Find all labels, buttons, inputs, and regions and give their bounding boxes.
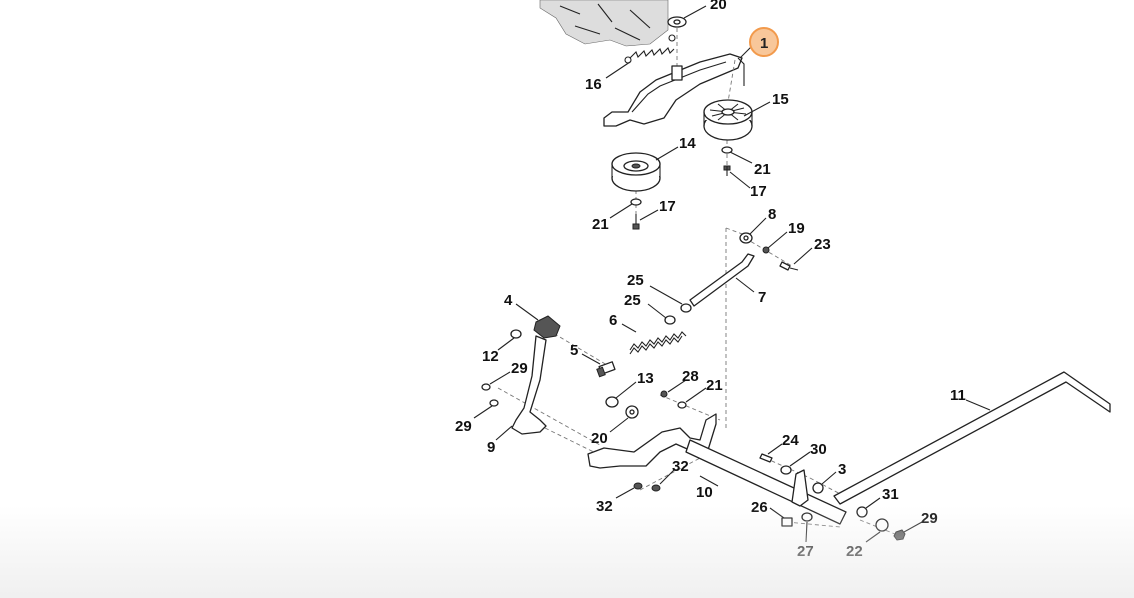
callout-25[interactable]: 25 bbox=[624, 292, 641, 309]
pedal-knob-part-4 bbox=[533, 315, 561, 339]
washer-part-20-top bbox=[667, 16, 687, 28]
washer-part-25-a bbox=[680, 303, 692, 313]
callout-13[interactable]: 13 bbox=[637, 370, 654, 387]
callout-24[interactable]: 24 bbox=[782, 432, 799, 449]
callout-3[interactable]: 3 bbox=[838, 461, 846, 478]
washer-part-3 bbox=[812, 482, 824, 494]
pulley-part-15 bbox=[703, 99, 753, 141]
washer-part-29-b bbox=[489, 399, 499, 407]
bushing-part-26 bbox=[781, 517, 793, 527]
bolt-part-23 bbox=[779, 261, 799, 271]
washer-part-21-left bbox=[630, 198, 642, 206]
washer-part-8 bbox=[739, 232, 753, 244]
callout-11[interactable]: 11 bbox=[950, 387, 966, 404]
callout-labels: 20 1 16 15 14 21 17 17 21 8 19 23 25 25 … bbox=[455, 0, 966, 560]
washer-part-27 bbox=[801, 512, 813, 522]
callout-21[interactable]: 21 bbox=[754, 161, 771, 178]
washer-part-30 bbox=[780, 465, 792, 475]
callout-31[interactable]: 31 bbox=[882, 486, 899, 503]
washer-part-21-mid bbox=[677, 401, 687, 409]
callout-27[interactable]: 27 bbox=[797, 543, 814, 560]
pedal-arm-part-9 bbox=[511, 335, 547, 435]
callout-7[interactable]: 7 bbox=[758, 289, 766, 306]
callout-8[interactable]: 8 bbox=[768, 206, 776, 223]
callout-26[interactable]: 26 bbox=[751, 499, 768, 516]
washer-part-19 bbox=[762, 246, 770, 254]
callout-21[interactable]: 21 bbox=[592, 216, 609, 233]
callout-14[interactable]: 14 bbox=[679, 135, 696, 152]
callout-19[interactable]: 19 bbox=[788, 220, 805, 237]
washer-part-28 bbox=[660, 390, 668, 398]
callout-4[interactable]: 4 bbox=[504, 292, 513, 309]
bolt-part-17-left bbox=[632, 214, 640, 230]
washer-part-13 bbox=[605, 396, 619, 408]
washer-part-22 bbox=[875, 518, 889, 532]
washer-part-20-bottom bbox=[625, 405, 639, 419]
callout-12[interactable]: 12 bbox=[482, 348, 499, 365]
callout-28[interactable]: 28 bbox=[682, 368, 699, 385]
nut-part-29-c bbox=[893, 529, 906, 541]
engine-housing-fragment bbox=[539, 0, 669, 47]
bolt-part-24 bbox=[759, 453, 773, 463]
callout-30[interactable]: 30 bbox=[810, 441, 827, 458]
washer-part-21-right bbox=[721, 146, 733, 154]
callout-6[interactable]: 6 bbox=[609, 312, 617, 329]
washer-part-31 bbox=[856, 506, 868, 518]
assembly-lines bbox=[497, 28, 901, 537]
callout-16[interactable]: 16 bbox=[585, 76, 602, 93]
callout-20[interactable]: 20 bbox=[591, 430, 608, 447]
pin-part-5 bbox=[596, 361, 616, 378]
highlight-circle[interactable] bbox=[749, 27, 779, 57]
callout-23[interactable]: 23 bbox=[814, 236, 831, 253]
callout-15[interactable]: 15 bbox=[772, 91, 789, 108]
bolt-part-32-a bbox=[651, 484, 661, 492]
spring-part-6 bbox=[629, 331, 687, 355]
callout-32[interactable]: 32 bbox=[596, 498, 613, 515]
washer-part-25-b bbox=[664, 315, 676, 325]
callout-1[interactable]: 1 bbox=[760, 35, 768, 52]
callout-10[interactable]: 10 bbox=[696, 484, 713, 501]
rod-part-7 bbox=[689, 253, 755, 307]
pulley-part-14 bbox=[611, 152, 661, 192]
idler-arm-part-1 bbox=[603, 53, 745, 127]
bolt-part-17-right bbox=[723, 165, 731, 176]
callout-17[interactable]: 17 bbox=[659, 198, 676, 215]
callout-21[interactable]: 21 bbox=[706, 377, 723, 394]
callout-9[interactable]: 9 bbox=[487, 439, 495, 456]
callout-29[interactable]: 29 bbox=[511, 360, 528, 377]
callout-20[interactable]: 20 bbox=[710, 0, 727, 13]
callout-32[interactable]: 32 bbox=[672, 458, 689, 475]
rod-part-11 bbox=[833, 371, 1111, 505]
callout-5[interactable]: 5 bbox=[570, 342, 578, 359]
bolt-part-32-b bbox=[633, 482, 643, 490]
callout-29[interactable]: 29 bbox=[921, 510, 938, 527]
callout-17[interactable]: 17 bbox=[750, 183, 767, 200]
callout-29[interactable]: 29 bbox=[455, 418, 472, 435]
bolt-part-12 bbox=[510, 329, 522, 339]
callout-22[interactable]: 22 bbox=[846, 543, 863, 560]
callout-25[interactable]: 25 bbox=[627, 272, 644, 289]
washer-part-29-a bbox=[481, 383, 491, 391]
bracket-part-10 bbox=[587, 413, 847, 525]
